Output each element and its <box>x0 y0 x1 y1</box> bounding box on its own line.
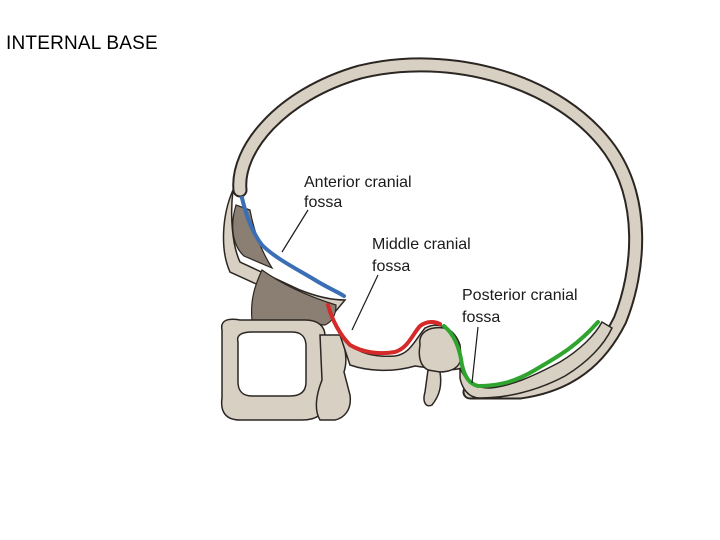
posterior-fossa-label-line1: Posterior cranial <box>462 287 578 304</box>
occipital-floor <box>459 320 613 399</box>
anterior-fossa-outline <box>240 196 346 298</box>
mastoid-process <box>423 369 442 407</box>
petrous-bone <box>418 326 462 373</box>
posterior-leader-line <box>471 326 479 384</box>
slide-title: INTERNAL BASE <box>6 33 158 54</box>
maxillary-sinus <box>236 331 307 397</box>
ethmoid-region <box>232 204 274 270</box>
anterior-fossa-label-line2: fossa <box>304 194 342 211</box>
anterior-fossa-label-line1: Anterior cranial <box>304 174 412 191</box>
middle-fossa-label-line1: Middle cranial <box>372 236 471 253</box>
middle-fossa-outline <box>326 303 442 356</box>
calvaria-bone <box>234 59 642 398</box>
posterior-fossa-outline <box>442 320 600 389</box>
posterior-fossa-label-line2: fossa <box>462 309 500 326</box>
middle-fossa-label-line2: fossa <box>372 258 410 275</box>
middle-leader-line <box>351 274 379 331</box>
anterior-leader-line <box>281 209 309 253</box>
